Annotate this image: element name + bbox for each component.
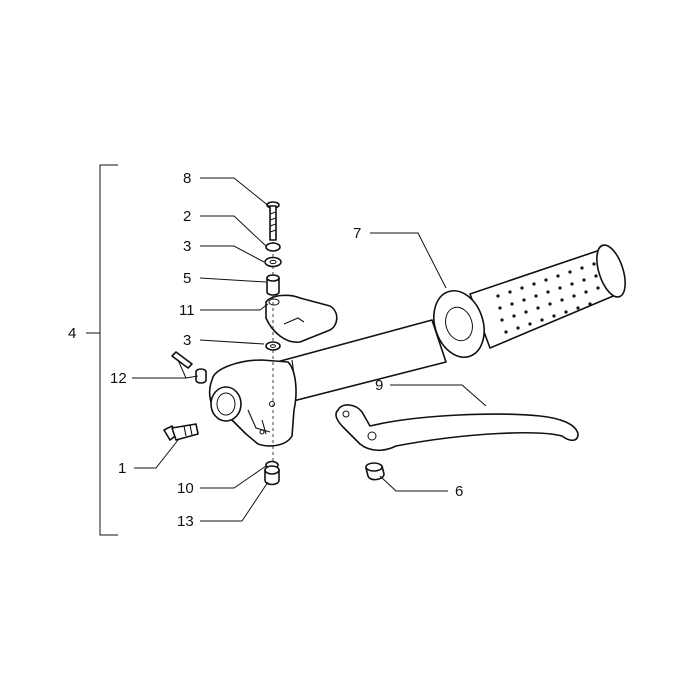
callout-5: 5: [183, 270, 191, 287]
lock-washer: [265, 242, 281, 252]
grip-texture: [496, 262, 600, 334]
spacer: [266, 274, 280, 296]
handlebar-grip: [433, 244, 626, 358]
brake-lever: [335, 404, 579, 452]
callout-9: 9: [375, 377, 383, 394]
callout-3-lower: 3: [183, 332, 191, 349]
screw-and-bush: [171, 351, 207, 384]
adjuster-screw: [163, 423, 199, 441]
leader-lines: [132, 177, 487, 522]
callout-3-upper: 3: [183, 238, 191, 255]
throttle-housing: [208, 359, 297, 447]
bushing: [365, 462, 385, 481]
callout-11: 11: [179, 302, 195, 319]
assembly-bracket: [86, 164, 118, 536]
callout-2: 2: [183, 208, 191, 225]
assembly-label: 4: [68, 325, 76, 342]
callout-10: 10: [177, 480, 194, 497]
callout-12: 12: [110, 370, 127, 387]
callout-7: 7: [353, 225, 361, 242]
clamp-bracket: [265, 294, 338, 343]
callout-13: 13: [177, 513, 194, 530]
callout-1: 1: [118, 460, 126, 477]
callout-8: 8: [183, 170, 191, 187]
screw: [266, 201, 280, 241]
nut: [264, 465, 280, 486]
callout-6: 6: [455, 483, 463, 500]
